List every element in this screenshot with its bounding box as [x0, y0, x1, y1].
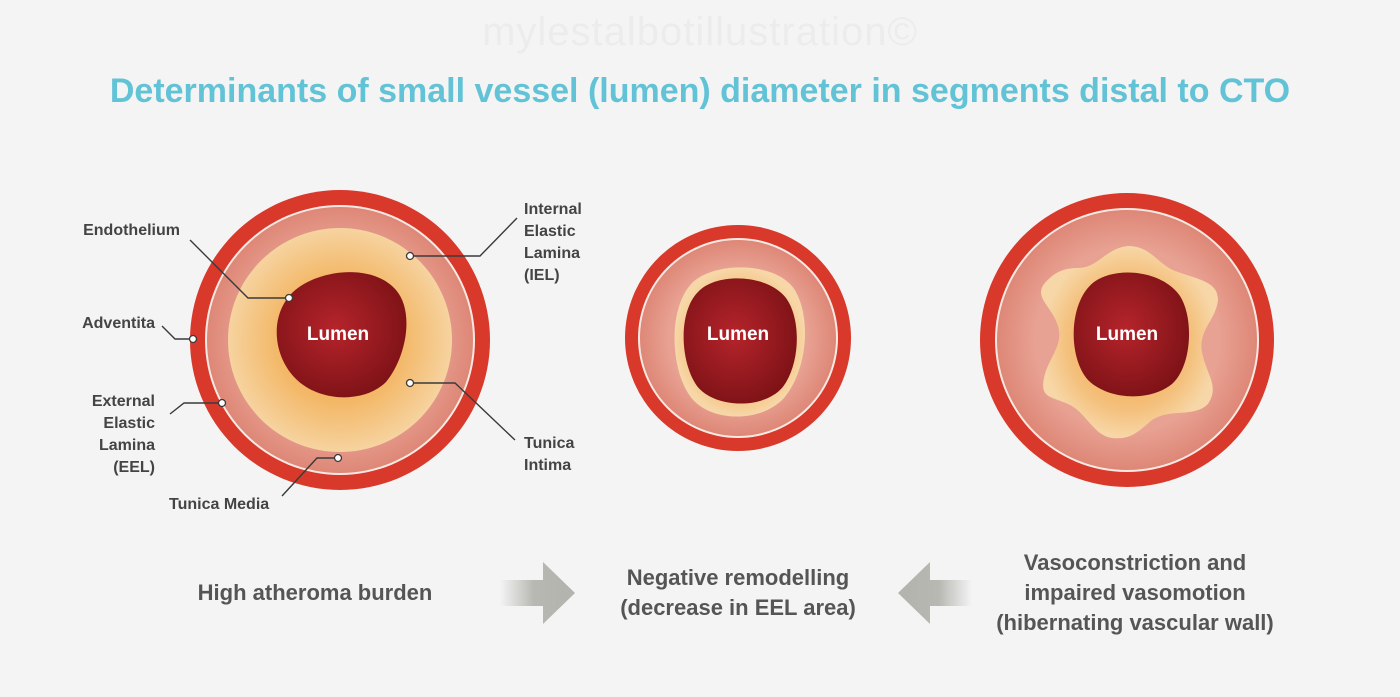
caption-vasoconstriction-line3: (hibernating vascular wall)	[996, 610, 1274, 635]
label-tunica-intima-line2: Intima	[524, 457, 572, 474]
label-tunica-intima: Tunica Intima	[524, 433, 574, 477]
caption-vasoconstriction-line2: impaired vasomotion	[1024, 580, 1246, 605]
vessel-right	[980, 193, 1274, 487]
endothelium-leader	[189, 239, 289, 299]
label-eel-line2: Elastic	[103, 415, 155, 432]
page-title: Determinants of small vessel (lumen) dia…	[109, 72, 1291, 110]
lumen-label-middle: Lumen	[706, 324, 770, 345]
caption-negative-remodelling-line1: Negative remodelling	[626, 565, 850, 590]
caption-negative-remodelling: Negative remodelling (decrease in EEL ar…	[578, 563, 898, 623]
vessel-middle	[625, 225, 851, 451]
lumen-label-right: Lumen	[1095, 324, 1159, 345]
tunica-intima-leader	[410, 382, 516, 441]
adventitia-dot	[188, 334, 198, 344]
eel-dot	[217, 398, 227, 408]
endothelium-dot	[284, 293, 294, 303]
arrow-left-icon	[898, 562, 972, 624]
arrow-right-icon	[500, 562, 575, 624]
watermark: mylestalbotillustration©	[482, 10, 918, 54]
leader-lines	[161, 217, 518, 497]
lumen-shape	[276, 272, 407, 398]
tunica-media-leader	[281, 457, 338, 497]
label-eel-line4: (EEL)	[113, 459, 155, 476]
caption-vasoconstriction-line1: Vasoconstriction and	[1023, 550, 1247, 575]
leader-dots	[188, 251, 415, 463]
tunica-intima-dot	[405, 378, 415, 388]
label-eel-line1: External	[91, 393, 155, 410]
caption-high-atheroma: High atheroma burden	[197, 580, 433, 605]
adventitia-leader	[161, 325, 193, 340]
label-eel-line3: Lamina	[98, 437, 155, 454]
lumen-shape	[1073, 272, 1190, 397]
label-iel: Internal Elastic Lamina (IEL)	[524, 199, 582, 287]
label-iel-line3: Lamina	[524, 245, 581, 262]
label-iel-line4: (IEL)	[524, 267, 560, 284]
label-iel-line1: Internal	[524, 201, 582, 218]
label-tunica-media: Tunica Media	[169, 496, 270, 513]
label-endothelium: Endothelium	[83, 222, 180, 239]
caption-vasoconstriction: Vasoconstriction and impaired vasomotion…	[975, 548, 1295, 638]
label-adventitia: Adventita	[82, 315, 155, 332]
vessel-left	[190, 190, 490, 490]
iel-dot	[405, 251, 415, 261]
iel-leader	[410, 217, 518, 257]
lumen-label-left: Lumen	[306, 324, 370, 345]
label-iel-line2: Elastic	[524, 223, 576, 240]
caption-negative-remodelling-line2: (decrease in EEL area)	[620, 595, 856, 620]
tunica-media-dot	[333, 453, 343, 463]
eel-leader	[169, 402, 222, 415]
label-tunica-intima-line1: Tunica	[524, 435, 575, 452]
label-eel: External Elastic Lamina (EEL)	[40, 391, 155, 479]
lumen-shape	[683, 278, 797, 404]
